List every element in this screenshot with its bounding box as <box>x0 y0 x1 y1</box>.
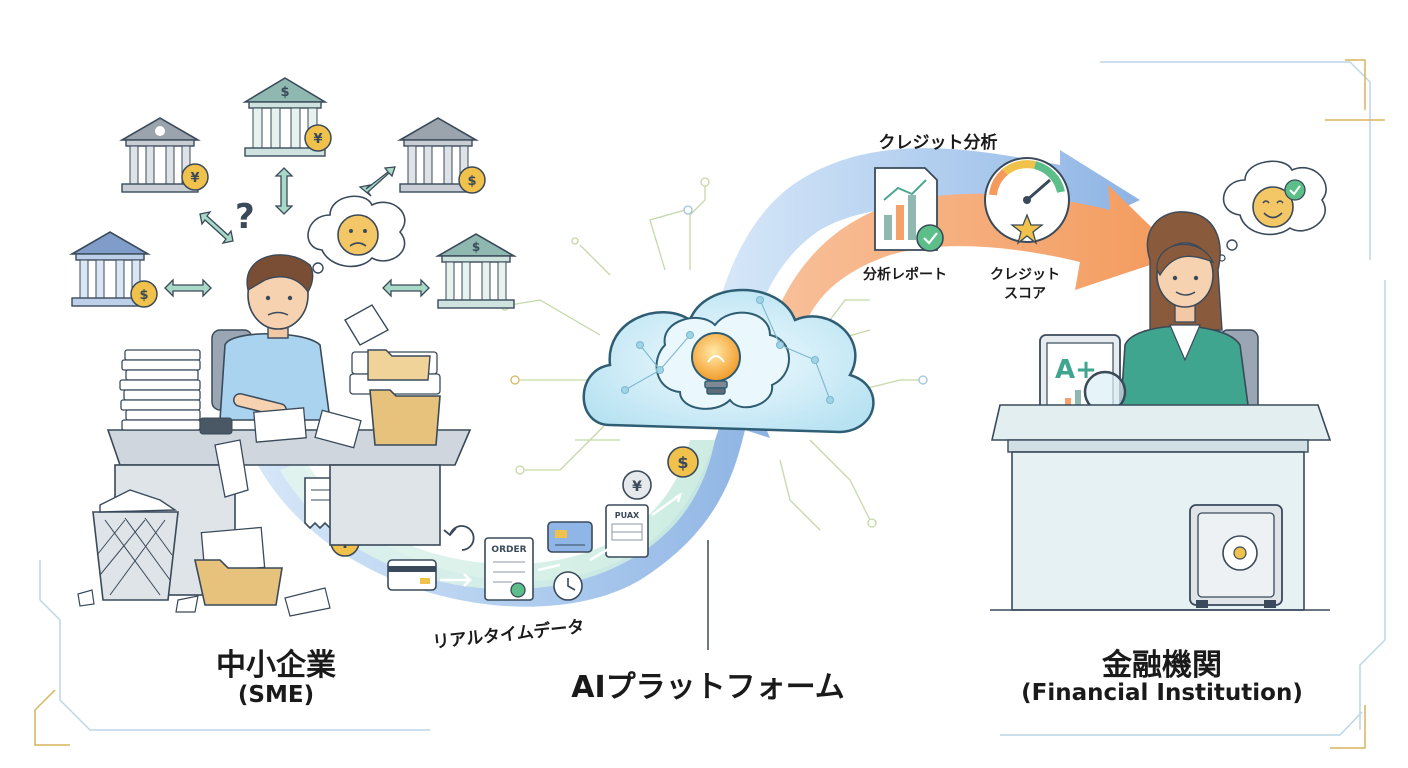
flying-paper <box>344 304 389 346</box>
coin-icon: ¥ <box>304 124 332 152</box>
waste-basket-icon <box>92 489 179 601</box>
ai-platform-title: AIプラットフォーム <box>571 670 845 705</box>
report-icon <box>874 167 944 252</box>
bank-icon <box>119 117 201 193</box>
credit-analysis-header: クレジット分析 <box>878 133 998 153</box>
dollar-glyph: $ <box>139 288 148 303</box>
happy-face-icon <box>1252 186 1294 228</box>
paper-stack-icon <box>119 349 201 431</box>
safe-icon <box>1189 504 1283 608</box>
ai-cloud <box>500 177 928 531</box>
bank-icon: $ <box>435 233 517 309</box>
coin-icon: $ <box>667 446 699 478</box>
clock-icon <box>553 571 583 601</box>
bank-icon <box>397 117 479 193</box>
invoice-label: PUAX <box>615 511 640 520</box>
desk-papers <box>214 407 362 498</box>
bank-icon <box>69 231 151 307</box>
institution-title: 金融機関 <box>1102 648 1222 683</box>
sme-subtitle: (SME) <box>237 682 315 708</box>
data-stream-icons: $ ¥ $ ORDER PUAX ¥ $ <box>304 446 709 650</box>
credit-card-icon <box>387 559 437 591</box>
phone-icon <box>199 417 233 435</box>
report-label: 分析レポート <box>863 267 947 283</box>
coin-icon: $ <box>458 166 486 194</box>
check-icon <box>1284 179 1306 201</box>
crumpled-paper <box>77 589 95 607</box>
dollar-glyph: $ <box>472 240 480 254</box>
dollar-glyph: $ <box>280 85 289 100</box>
dollar-glyph: $ <box>677 453 688 472</box>
crumpled-paper <box>175 595 199 613</box>
confused-face-icon <box>337 214 379 256</box>
order-doc-icon: ORDER <box>484 537 534 601</box>
star-icon <box>1010 213 1044 245</box>
check-icon <box>916 224 944 252</box>
coin-icon: $ <box>130 280 158 308</box>
floor-paper <box>284 587 331 617</box>
yen-glyph: ¥ <box>313 132 322 147</box>
institution-subtitle: (Financial Institution) <box>1021 680 1303 706</box>
sme-person <box>211 254 331 421</box>
dollar-glyph: $ <box>467 174 476 189</box>
sme-title: 中小企業 <box>216 648 336 683</box>
yen-glyph: ¥ <box>632 479 642 495</box>
coin-icon: ¥ <box>181 163 209 191</box>
bank-group: ¥ $ ¥ $ $ $ <box>69 77 517 309</box>
confused-thought-bubble <box>304 195 406 284</box>
score-label-line2: スコア <box>1004 286 1046 302</box>
analyst-person <box>1119 211 1259 421</box>
lightbulb-icon <box>691 332 741 395</box>
refresh-icon <box>443 525 475 551</box>
gauge-icon <box>984 157 1070 245</box>
credit-card-icon <box>547 521 593 553</box>
invoice-doc-icon: PUAX <box>605 504 649 558</box>
order-label: ORDER <box>491 545 526 555</box>
yen-glyph: ¥ <box>190 171 199 186</box>
coin-icon: ¥ <box>622 470 652 500</box>
folder-icon <box>349 349 441 446</box>
score-label-line1: クレジット <box>990 267 1060 283</box>
credit-analysis-arrow <box>770 185 1180 340</box>
question-icon: ? <box>235 197 255 237</box>
happy-thought-bubble <box>1218 160 1327 262</box>
decorative-frame <box>34 59 1386 749</box>
double-arrows <box>164 166 430 298</box>
folder-icon <box>194 526 283 606</box>
